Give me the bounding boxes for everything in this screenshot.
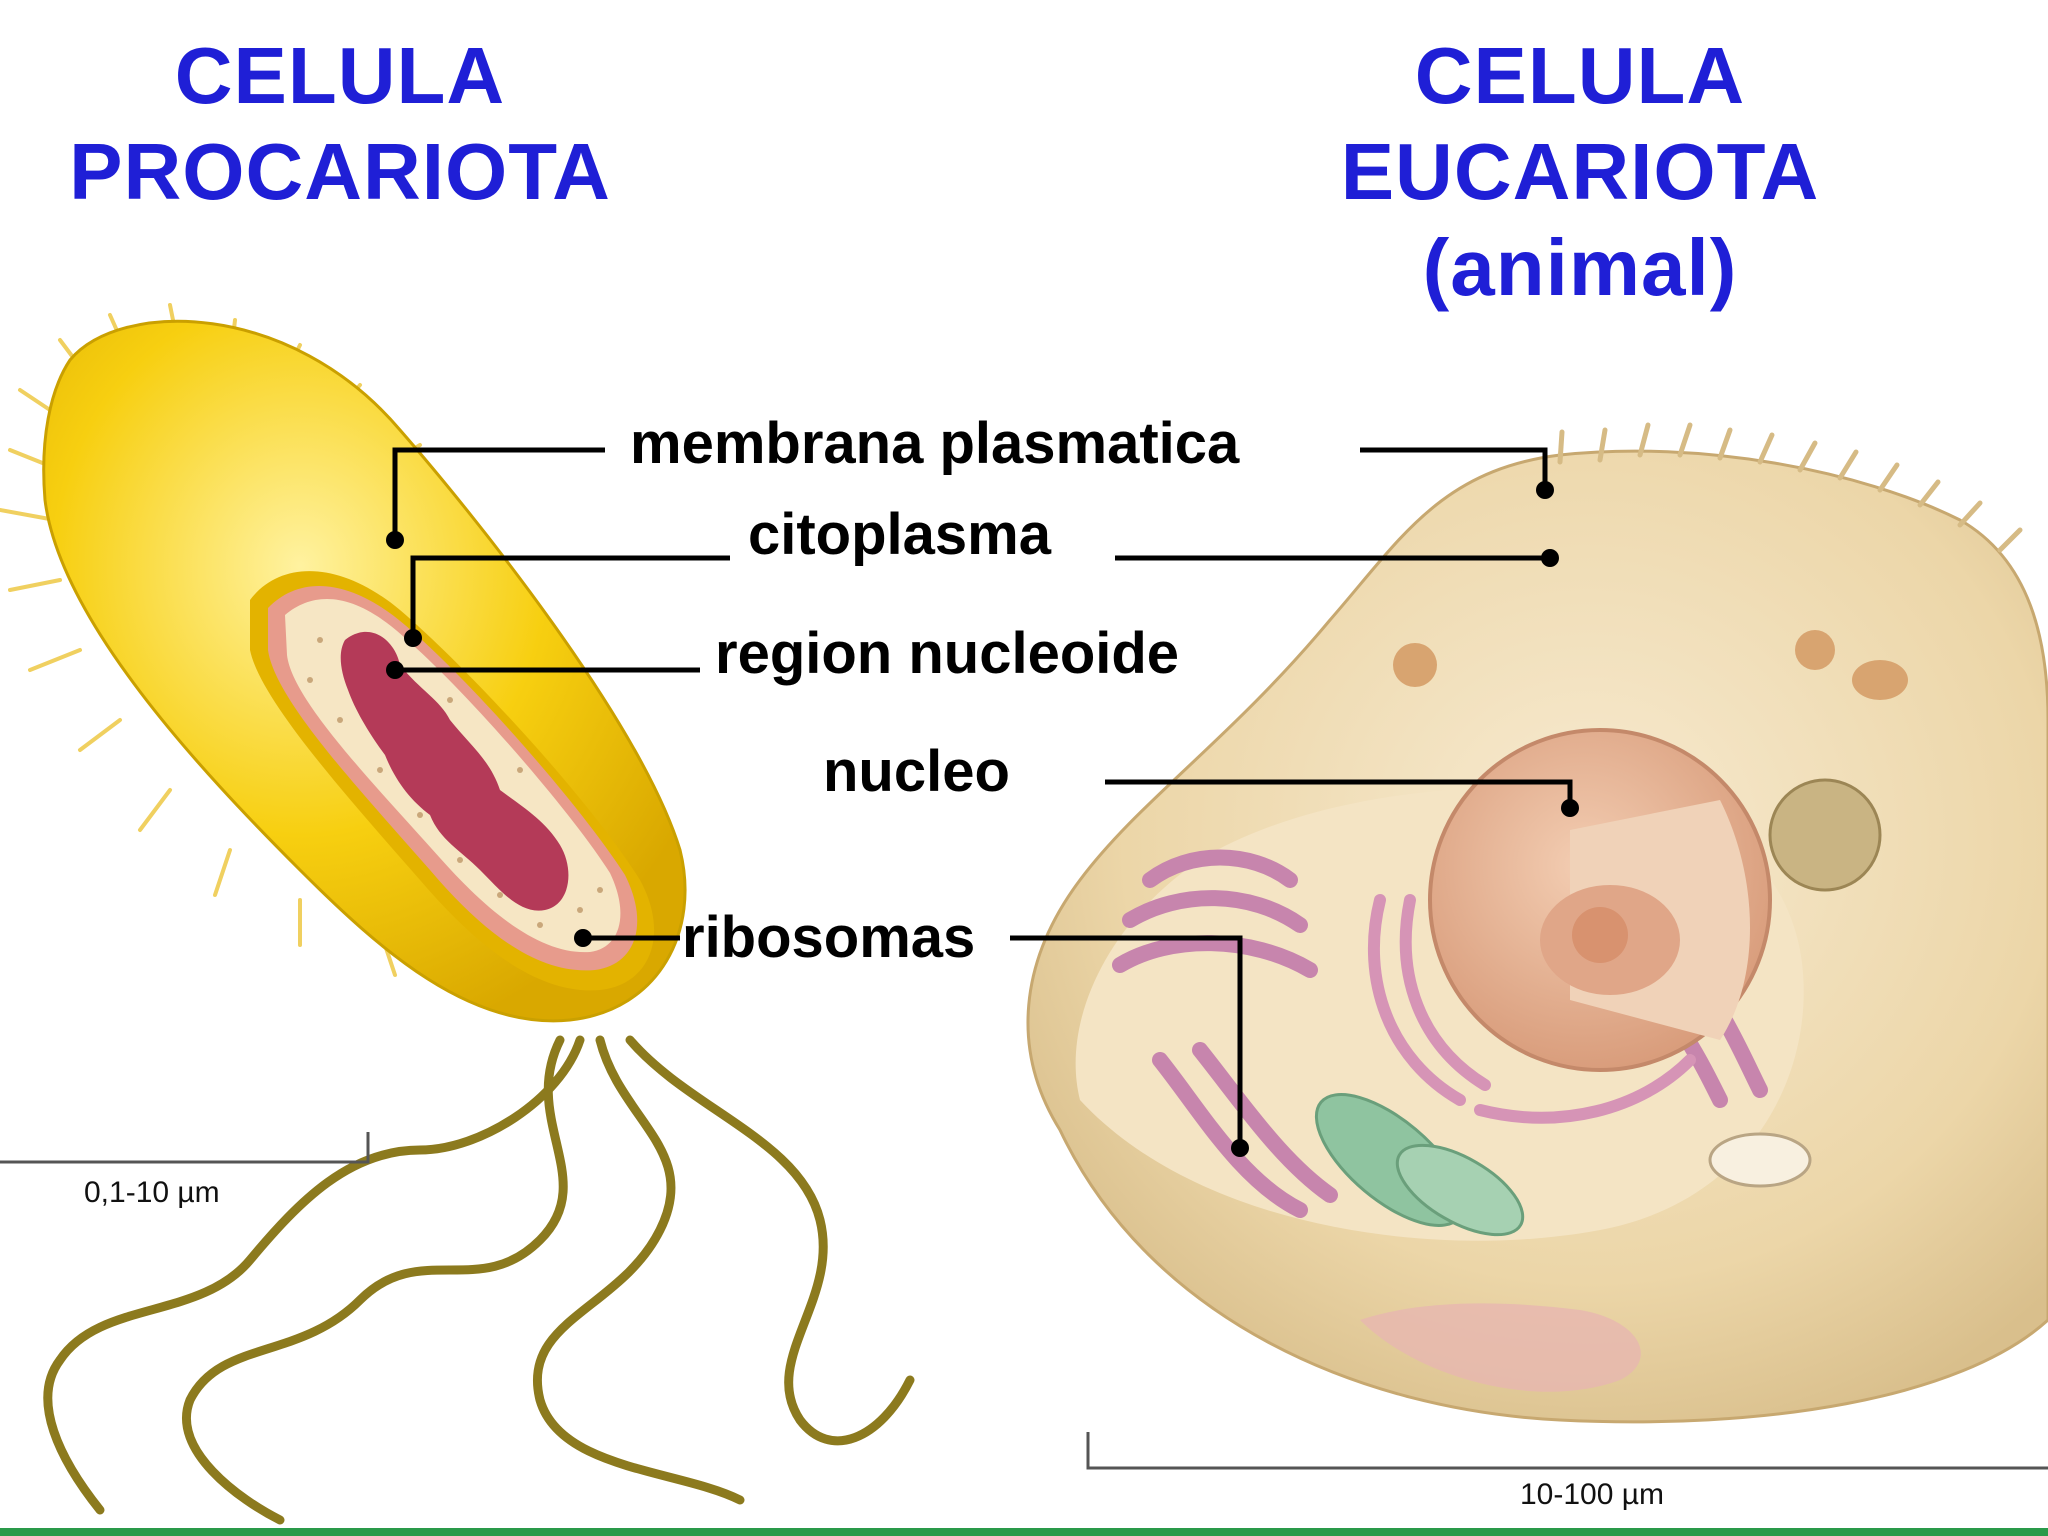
label-region-nucleoide: region nucleoide xyxy=(715,621,1180,686)
label-citoplasma: citoplasma xyxy=(748,502,1051,567)
prokaryote-title-line1: CELULA xyxy=(174,31,506,120)
leader-dots xyxy=(386,481,1579,1157)
lysosome xyxy=(1768,778,1882,892)
flagella xyxy=(43,1035,915,1525)
bottom-bar xyxy=(0,1528,2048,1536)
label-membrana-plasmatica: membrana plasmatica xyxy=(630,411,1240,476)
eukaryote-title-line3: (animal) xyxy=(1422,223,1738,312)
eukaryote-title: CELULA EUCARIOTA (animal) xyxy=(1260,28,1900,316)
label-nucleo: nucleo xyxy=(823,739,1010,804)
prokaryote-title-line2: PROCARIOTA xyxy=(69,127,611,216)
label-ribosomas: ribosomas xyxy=(682,905,976,970)
scale-label-prokaryote: 0,1-10 µm xyxy=(84,1176,220,1209)
nucleoid xyxy=(340,631,569,911)
nucleus xyxy=(1428,728,1772,1072)
prokaryote-title: CELULA PROCARIOTA xyxy=(40,28,640,220)
mitochondria xyxy=(1314,1093,1812,1237)
animal-cell xyxy=(1026,422,2048,1424)
eukaryote-title-line2: EUCARIOTA xyxy=(1340,127,1820,216)
leader-lines xyxy=(392,447,1573,1148)
scale-bars xyxy=(0,1132,2048,1470)
eukaryote-title-line1: CELULA xyxy=(1414,31,1746,120)
scale-label-eukaryote: 10-100 µm xyxy=(1520,1478,1665,1511)
bacterium xyxy=(0,303,915,1525)
